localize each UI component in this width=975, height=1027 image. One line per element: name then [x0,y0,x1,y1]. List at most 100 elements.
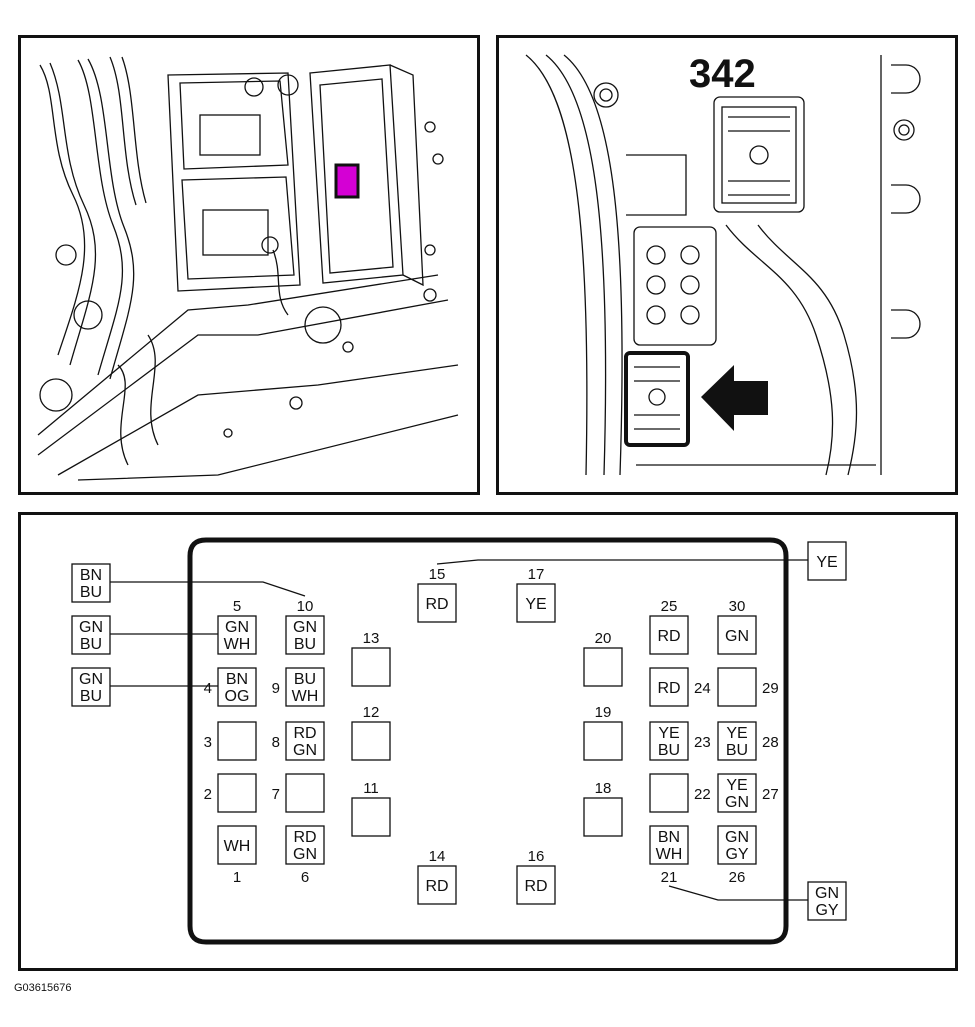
cavity-number: 11 [363,780,379,797]
cavity-13: 13 [351,630,391,687]
wire-color: GN [725,794,749,811]
cavity-1: 1 WH [217,825,257,886]
cavity-box [217,615,257,655]
cavity-number: 23 [694,734,711,751]
cavity-29: 29 [717,667,779,707]
wire-color: WH [656,846,683,863]
callout-box [71,667,111,707]
cavity-box [717,615,757,655]
cavity-3: 3 [204,721,257,761]
wire-color-callout: YE [807,541,847,581]
cavity-box [351,647,391,687]
cavity-box [285,667,325,707]
cavity-number: 10 [297,598,314,615]
cavity-box [516,865,556,905]
cavity-number: 29 [762,680,779,697]
wire-color: GN [79,671,103,688]
cavity-number: 9 [272,680,280,697]
connector-location-detail: 342 [496,35,958,495]
cavity-box [717,825,757,865]
cavity-22: 22 [649,773,711,813]
callout-leader-line [668,885,808,901]
cavity-box [217,825,257,865]
cavity-number: 4 [204,680,212,697]
cavity-box [717,721,757,761]
wire-color: RD [425,878,448,895]
cavity-number: 6 [301,869,309,886]
wire-color: GN [293,619,317,636]
cavity-box [217,773,257,813]
callout-leader-line [436,559,808,565]
cavity-18: 18 [583,780,623,837]
wire-color: BN [226,671,248,688]
cavity-box [285,615,325,655]
cavity-number: 14 [429,848,446,865]
callout-box [807,541,847,581]
cavity-box [717,773,757,813]
wire-color: GY [815,902,838,919]
cavity-box [649,615,689,655]
wire-color: WH [292,688,319,705]
wire-color: YE [726,725,747,742]
cavity-11: 11 [351,780,391,837]
cavity-number: 18 [595,780,612,797]
cavity-box [649,721,689,761]
wire-color: YE [658,725,679,742]
cavity-number: 16 [528,848,545,865]
cavity-number: 24 [694,680,711,697]
wire-color: RD [657,680,680,697]
cavity-number: 1 [233,869,241,886]
connector-number-label: 342 [689,52,756,96]
wire-color: BU [294,636,316,653]
wire-color: WH [224,636,251,653]
callout-box [71,563,111,603]
figure-id: G03615676 [14,982,72,994]
callout-box [71,615,111,655]
cavity-2: 2 [204,773,257,813]
wire-color: RD [657,628,680,645]
wire-color: YE [726,777,747,794]
cavity-box [583,647,623,687]
wire-color: BU [80,688,102,705]
cavity-number: 28 [762,734,779,751]
cavity-number: 20 [595,630,612,647]
cavity-box [583,797,623,837]
wire-color: GN [725,628,749,645]
wire-color: WH [224,838,251,855]
cavity-number: 27 [762,786,779,803]
wire-color: GY [725,846,748,863]
wire-color: OG [225,688,250,705]
cavity-box [717,667,757,707]
cavity-box [217,721,257,761]
cavity-number: 17 [528,566,545,583]
cavity-box [583,721,623,761]
cavity-number: 7 [272,786,280,803]
cavity-12: 12 [351,704,391,761]
cavity-box [417,865,457,905]
cavity-number: 30 [729,598,746,615]
cavity-box [516,583,556,623]
cavity-box [285,721,325,761]
wire-color: YE [525,596,546,613]
cavity-box [217,667,257,707]
wire-color: YE [816,554,837,571]
cavity-number: 25 [661,598,678,615]
cavity-box [285,825,325,865]
wire-color: BU [726,742,748,759]
